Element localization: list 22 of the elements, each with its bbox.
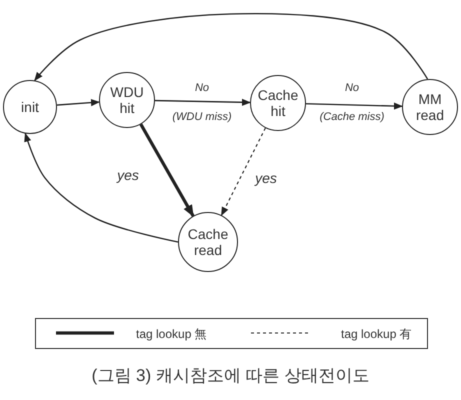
arrow bbox=[221, 128, 266, 216]
legend-text: tag lookup 無 bbox=[136, 326, 207, 343]
arrow bbox=[306, 102, 403, 110]
arrow bbox=[154, 98, 251, 106]
arrow bbox=[34, 13, 428, 82]
state-circle bbox=[3, 80, 57, 134]
figure-caption: (그림 3) 캐시참조에 따른 상태전이도 bbox=[90, 365, 370, 387]
edge-label: yes bbox=[117, 167, 139, 183]
edge-label: No bbox=[194, 82, 210, 94]
state-name: WDU hit bbox=[109, 84, 145, 116]
edge-label: No bbox=[344, 82, 360, 94]
arrow bbox=[139, 124, 195, 217]
legend-text: tag lookup 有 bbox=[341, 326, 412, 343]
arrow bbox=[56, 99, 100, 106]
state-name: Cache hit bbox=[256, 87, 300, 119]
state-name: MM read bbox=[414, 91, 446, 123]
arrow bbox=[24, 132, 178, 243]
edge-note: (Cache miss) bbox=[320, 111, 384, 123]
edge-note: (WDU miss) bbox=[172, 111, 232, 123]
edge-label: yes bbox=[255, 170, 277, 186]
state-name: Cache read bbox=[186, 226, 230, 258]
state-name: init bbox=[20, 99, 40, 115]
